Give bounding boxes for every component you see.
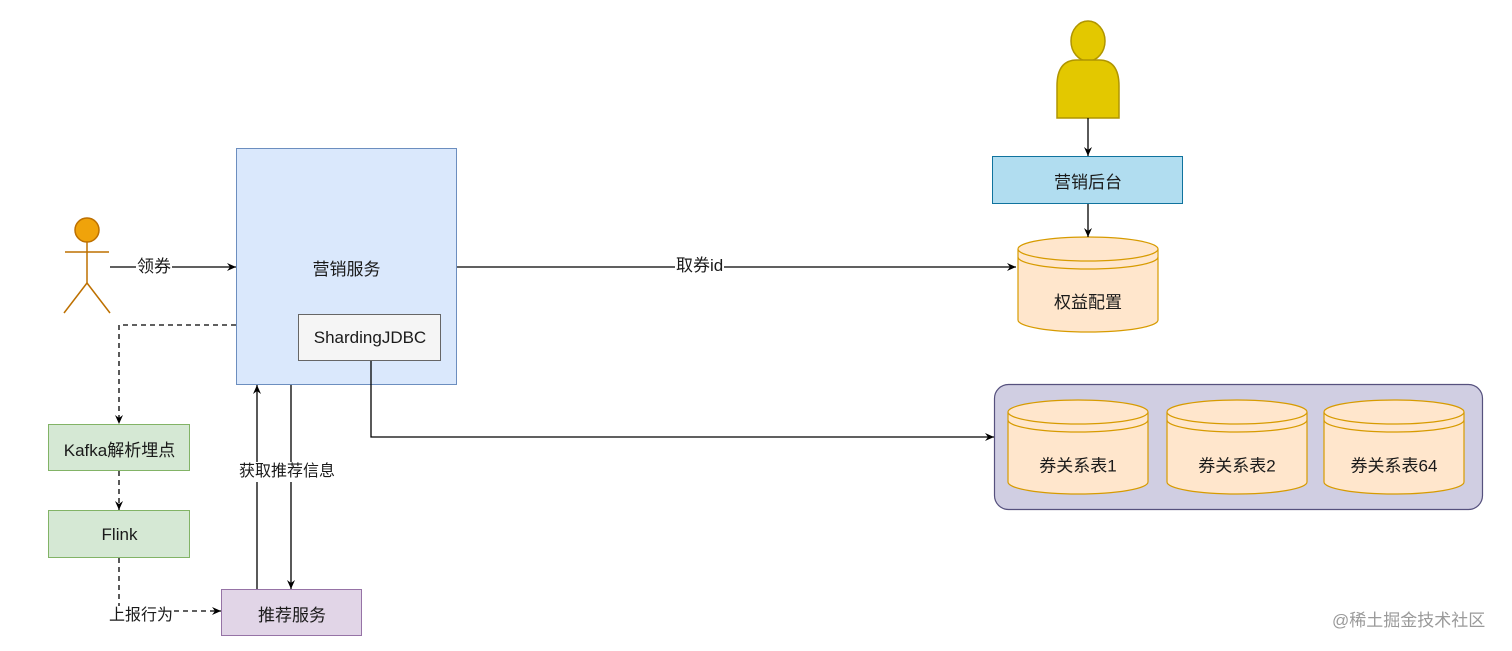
benefit-config-db[interactable] — [1017, 236, 1159, 333]
fetch-coupon-id-edge-label: 取券id — [675, 256, 725, 276]
service-to-kafka-dashed-arrow — [115, 324, 236, 424]
recommend-service-label: 推荐服务 — [258, 605, 326, 625]
marketing-service-label: 营销服务 — [312, 259, 381, 279]
sharding-to-tables-arrow — [370, 361, 994, 441]
kafka-box[interactable] — [48, 424, 190, 471]
flink-box[interactable] — [48, 510, 190, 558]
coupon-table-64-label: 券关系表64 — [1350, 456, 1438, 476]
coupon-table-1-db[interactable] — [1007, 399, 1149, 495]
coupon-table-64-db[interactable] — [1323, 399, 1465, 495]
kafka-label: Kafka解析埋点 — [63, 440, 176, 460]
watermark: @稀土掘金技术社区 — [1332, 611, 1486, 630]
claim-coupon-edge-label: 领券 — [136, 257, 172, 277]
coupon-table-1-label: 券关系表1 — [1039, 456, 1117, 476]
marketing-backend-box[interactable] — [992, 156, 1183, 204]
sharding-jdbc-label: ShardingJDBC — [313, 328, 427, 347]
flink-to-recommend-dashed-arrow — [118, 558, 221, 615]
user-actor-icon — [63, 217, 111, 314]
marketing-backend-label: 营销后台 — [1054, 173, 1122, 192]
report-behavior-edge-label: 上报行为 — [108, 606, 175, 626]
admin-user-icon — [1056, 20, 1120, 119]
coupon-table-2-label: 券关系表2 — [1198, 456, 1276, 476]
recommend-service-box[interactable] — [221, 589, 362, 636]
flink-label: Flink — [101, 524, 138, 544]
sharding-jdbc-box[interactable] — [298, 314, 441, 361]
benefit-config-label: 权益配置 — [1054, 292, 1122, 312]
coupon-table-2-db[interactable] — [1166, 399, 1308, 495]
get-recommend-info-edge-label: 获取推荐信息 — [238, 462, 337, 482]
